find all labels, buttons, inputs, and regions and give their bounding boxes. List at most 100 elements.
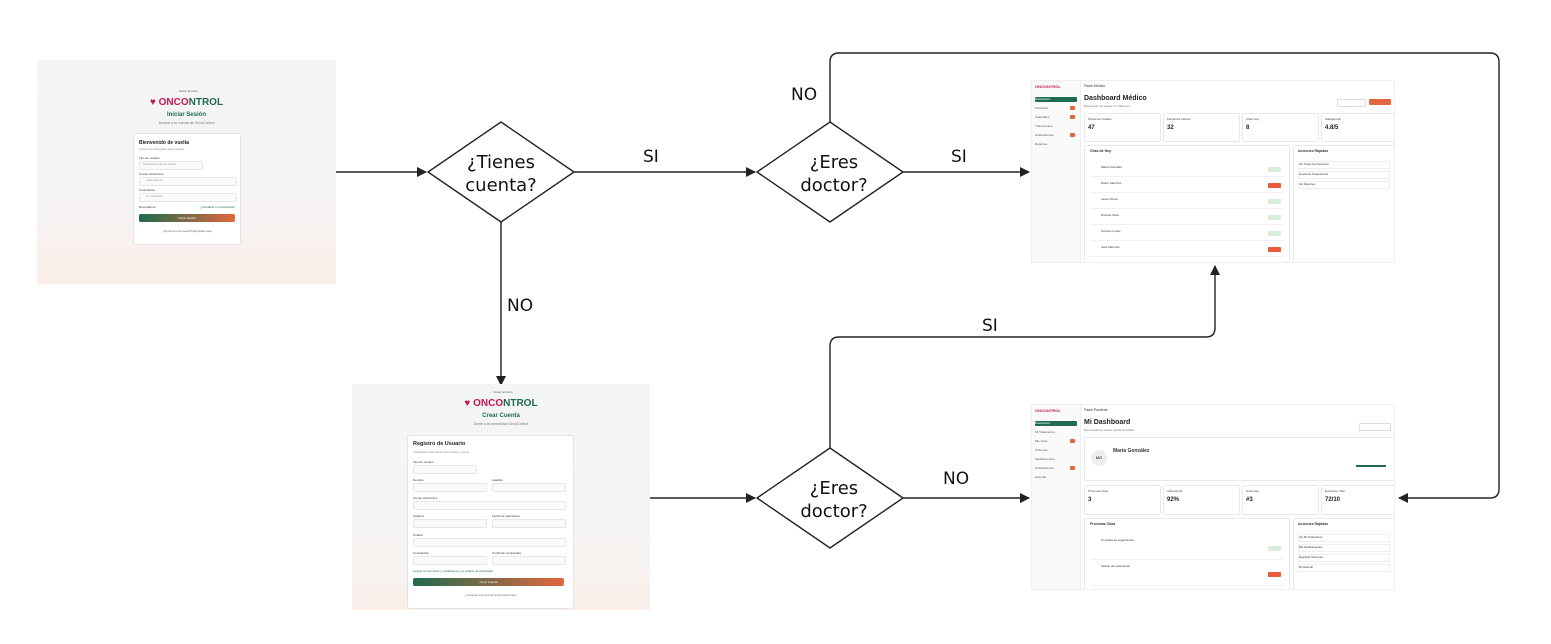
login-submit-button[interactable]: Iniciar Sesión <box>139 214 235 222</box>
login-email-field[interactable]: tu@email.com <box>139 177 237 186</box>
login-screen-thumbnail: ← Volver al inicio ♥ ONCONTROL Iniciar S… <box>37 60 336 284</box>
register-title: Crear Cuenta <box>482 413 520 419</box>
doctor-nav-item[interactable]: Tratamientos <box>1035 124 1053 128</box>
quick-action-button[interactable]: Mis Medicamentos <box>1298 544 1390 552</box>
decision-has-account-line2: cuenta? <box>465 175 536 196</box>
login-forgot-link[interactable]: ¿Olvidaste tu contraseña? <box>199 205 235 209</box>
login-user-type-select[interactable]: Selecciona tu tipo de usuario <box>139 161 203 170</box>
register-user-type-select[interactable] <box>413 465 477 474</box>
count-badge <box>1070 133 1075 137</box>
quick-action-button[interactable]: Ver Reportes <box>1298 181 1390 189</box>
register-terms-checkbox[interactable]: Acepto los términos y condiciones y la p… <box>413 569 493 573</box>
register-lastname-field[interactable] <box>492 483 566 492</box>
login-card-title: Bienvenido de vuelta <box>139 140 190 146</box>
login-card: Bienvenido de vuelta Ingresa tus credenc… <box>133 133 241 245</box>
login-remember-checkbox[interactable]: Recordarme <box>139 205 156 209</box>
quick-action-button[interactable]: Ver Mi Tratamiento <box>1298 534 1390 542</box>
login-password-label: Contraseña <box>139 188 155 192</box>
appointment-row[interactable]: María González <box>1091 164 1283 177</box>
quick-action-button[interactable]: Gestionar Tratamientos <box>1298 171 1390 179</box>
login-card-subtitle: Ingresa tus credenciales para continuar <box>139 148 185 151</box>
register-confirm-label: Confirmar contraseña <box>492 551 521 555</box>
appointment-row[interactable]: José Martínez <box>1091 244 1283 257</box>
label-yes-account: SI <box>643 147 659 167</box>
patient-subtitle: Bienvenida de vuelta, María González <box>1084 428 1135 432</box>
register-lastname-label: Apellido <box>492 478 503 482</box>
register-phone-field[interactable] <box>413 519 487 528</box>
status-badge <box>1268 183 1281 188</box>
doctor-nav-item[interactable]: Reportes <box>1035 142 1048 146</box>
patient-nav-item[interactable]: Notificaciones <box>1035 466 1077 471</box>
appointment-row[interactable]: Pedro Sánchez <box>1091 180 1283 193</box>
decision-is-doctor-bottom-line1: ¿Eres <box>810 478 858 499</box>
login-register-link[interactable]: ¿No tienes una cuenta? Regístrate aquí <box>162 229 212 233</box>
decision-has-account <box>426 121 576 223</box>
register-birth-field[interactable] <box>492 519 566 528</box>
doctor-header: Panel Médico <box>1084 84 1106 88</box>
quick-actions-title: Acciones Rápidas <box>1298 149 1329 153</box>
quick-action-button[interactable]: Ver Todos los Pacientes <box>1298 161 1390 169</box>
register-password-field[interactable] <box>413 556 487 565</box>
doctor-brand: ONCONTROL <box>1035 84 1061 89</box>
register-city-field[interactable] <box>413 538 566 547</box>
doctor-title: Dashboard Médico <box>1084 95 1147 102</box>
heart-icon: ♥ <box>464 398 471 409</box>
appointment-row[interactable]: Ricardo Silva <box>1091 212 1283 225</box>
register-back-link[interactable]: ← Volver al inicio <box>489 390 513 394</box>
patient-nav-item[interactable]: Dashboard <box>1035 421 1077 426</box>
doctor-nav-item[interactable]: Notificaciones <box>1035 133 1077 138</box>
doctor-subtitle: Bienvenido de vuelta, Dr. Martínez <box>1084 104 1130 108</box>
patient-nav-item[interactable]: Síntomas <box>1035 448 1048 452</box>
register-name-field[interactable] <box>413 483 487 492</box>
patient-profile-card: MG María González <box>1084 437 1394 481</box>
register-email-label: Correo electrónico <box>413 496 438 500</box>
doctor-nav-item[interactable]: Dashboard <box>1035 97 1077 102</box>
login-back-link[interactable]: ← Volver al inicio <box>174 89 198 93</box>
status-badge <box>1268 247 1281 252</box>
stat-card: Síntomas#3 <box>1242 485 1319 515</box>
register-name-label: Nombre <box>413 478 424 482</box>
patient-nav-item[interactable]: Historial <box>1035 475 1046 479</box>
patient-dashboard-thumbnail: ONCONTROL Dashboard Mi Tratamiento Mis C… <box>1031 404 1395 590</box>
appointment-row[interactable]: Carmen López <box>1091 228 1283 241</box>
login-logo: ♥ ONCONTROL <box>149 97 224 108</box>
report-symptom-button[interactable] <box>1359 423 1391 431</box>
new-appointment-button[interactable] <box>1369 99 1391 105</box>
quick-action-button[interactable]: Mi Historial <box>1298 564 1390 572</box>
login-password-field[interactable]: Tu contraseña <box>139 193 237 202</box>
patient-nav-item[interactable]: Mi Tratamiento <box>1035 430 1055 434</box>
register-login-link[interactable]: ¿Ya tienes una cuenta? Inicia sesión aqu… <box>464 593 517 597</box>
status-badge <box>1268 167 1281 172</box>
count-badge <box>1070 466 1075 470</box>
register-confirm-field[interactable] <box>492 556 566 565</box>
register-screen-thumbnail: ← Volver al inicio ♥ ONCONTROL Crear Cue… <box>352 384 650 610</box>
label-no-doctor-top: NO <box>791 85 817 105</box>
status-badge <box>1268 199 1281 204</box>
doctor-nav-item[interactable]: Pacientes <box>1035 106 1077 111</box>
new-patient-button[interactable] <box>1337 99 1366 107</box>
login-subtitle: Accede a tu cuenta de OncoControl <box>158 121 215 125</box>
patient-nav-item[interactable]: Mis Citas <box>1035 439 1077 444</box>
appointments-title: Citas de Hoy <box>1090 149 1112 153</box>
appointment-row[interactable]: Laura Torres <box>1091 196 1283 209</box>
patient-name: María González <box>1113 448 1150 454</box>
register-email-field[interactable] <box>413 501 566 510</box>
login-title: Iniciar Sesión <box>166 112 206 118</box>
patient-nav-item[interactable]: Medicamentos <box>1035 457 1055 461</box>
status-badge <box>1268 215 1281 220</box>
avatar: MG <box>1091 450 1107 466</box>
appointment-row[interactable]: Consulta de seguimiento <box>1091 537 1283 560</box>
appointment-row[interactable]: Sesión de tratamiento <box>1091 563 1283 586</box>
register-submit-button[interactable]: Crear Cuenta <box>413 578 564 586</box>
status-badge <box>1268 546 1281 551</box>
login-email-label: Correo electrónico <box>139 172 164 176</box>
doctor-sidebar: ONCONTROL Dashboard Pacientes Calendario… <box>1032 81 1081 262</box>
doctor-nav-item[interactable]: Calendario <box>1035 115 1077 120</box>
quick-action-button[interactable]: Registrar Síntomas <box>1298 554 1390 562</box>
patient-header: Panel Paciente <box>1084 408 1108 412</box>
